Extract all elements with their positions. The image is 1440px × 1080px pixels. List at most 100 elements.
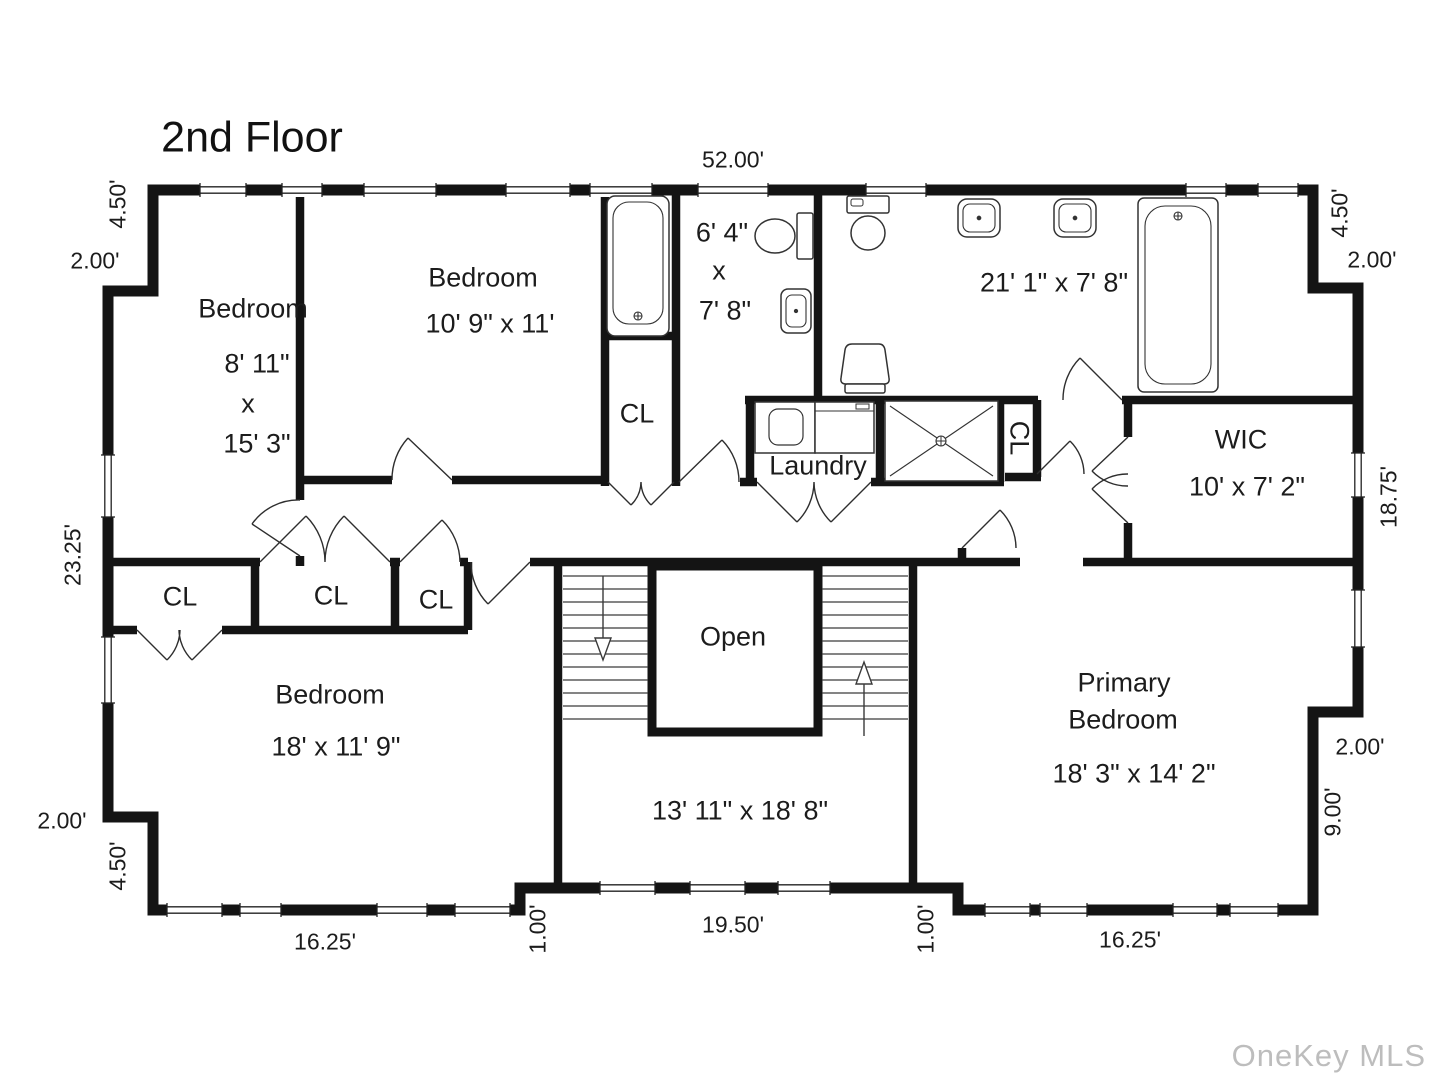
window <box>697 183 769 197</box>
window <box>1039 903 1088 917</box>
wall-closet-dividers <box>250 562 473 630</box>
wall-closet-bath-right <box>1005 400 1042 482</box>
door-main-bath <box>1062 357 1123 401</box>
room-bedroom1-label: Bedroom <box>198 293 308 324</box>
dim-right-height: 18.75' <box>1375 466 1402 528</box>
window <box>1257 183 1299 197</box>
window <box>363 183 437 197</box>
room-open-label: Open <box>699 621 767 652</box>
room-laundry-label: Laundry <box>769 450 867 481</box>
room-primary-label-1: Primary <box>1077 667 1171 698</box>
stair-up-arrow <box>855 659 873 736</box>
stair-down-arrow <box>594 576 612 663</box>
toilet-main-icon <box>846 195 890 251</box>
door-closet1 <box>136 629 223 661</box>
dim-top-width: 52.00' <box>702 146 764 173</box>
dim-bottom-left-width: 16.25' <box>294 928 356 955</box>
room-primary-label-2: Bedroom <box>1068 704 1178 735</box>
room-bedroom1-x: x <box>241 388 255 419</box>
window <box>166 903 223 917</box>
sink-small-icon <box>780 288 812 334</box>
door-closet-bath <box>1036 440 1085 475</box>
bathtub-small-icon <box>606 195 670 337</box>
dim-bottom-middle-width: 19.50' <box>702 911 764 938</box>
page-title: 2nd Floor <box>161 113 343 162</box>
interior-walls <box>105 190 1360 888</box>
window <box>101 636 115 704</box>
window <box>689 881 746 895</box>
window <box>589 183 653 197</box>
dim-right-top-step: 2.00' <box>1347 246 1397 273</box>
dim-bottom-right-inset: 1.00' <box>912 904 939 954</box>
dim-bottom-right-width: 16.25' <box>1099 926 1161 953</box>
window <box>1229 903 1279 917</box>
window <box>101 454 115 518</box>
door-laundry <box>756 481 872 523</box>
bidet-icon <box>840 343 890 394</box>
door-bedroom2 <box>391 437 453 481</box>
dim-left-bottom-height: 4.50' <box>104 841 131 891</box>
room-small-bath-height: 7' 8" <box>698 295 752 326</box>
door-primary <box>961 509 1017 549</box>
window <box>599 881 656 895</box>
room-closet-bath-label: CL <box>1004 420 1035 456</box>
open-stairwell-box <box>647 561 823 737</box>
room-main-bath-size: 21' 1" x 7' 8" <box>979 267 1129 298</box>
sink-main-left-icon <box>957 198 1001 238</box>
dim-left-height: 23.25' <box>59 524 86 586</box>
room-bedroom2-label: Bedroom <box>428 262 538 293</box>
room-small-bath-x: x <box>712 255 726 286</box>
window <box>1351 589 1365 648</box>
door-swings <box>136 357 1129 661</box>
window <box>199 183 247 197</box>
bathtub-large-icon <box>1137 197 1219 393</box>
door-bedroom3 <box>470 561 531 605</box>
door-closet3 <box>399 519 461 563</box>
windows <box>101 183 1365 917</box>
dim-right-top-height: 4.50' <box>1326 188 1353 238</box>
room-small-bath-width: 6' 4" <box>695 217 749 248</box>
dim-right-bottom-height: 9.00' <box>1319 787 1346 837</box>
room-bedroom3-size: 18' x 11' 9" <box>271 731 401 762</box>
toilet-small-icon <box>754 212 814 260</box>
door-wic <box>1091 436 1129 524</box>
window <box>865 183 927 197</box>
door-closet-tub <box>607 481 675 506</box>
room-closet1-label: CL <box>162 581 198 612</box>
window <box>984 903 1031 917</box>
watermark: OneKey MLS <box>1231 1038 1426 1073</box>
dim-bottom-left-inset: 1.00' <box>524 904 551 954</box>
window <box>1172 903 1218 917</box>
window <box>505 183 571 197</box>
room-closet3-label: CL <box>418 584 454 615</box>
window <box>1351 452 1365 498</box>
fixtures <box>606 195 1219 482</box>
room-bedroom2-size: 10' 9" x 11' <box>425 308 555 339</box>
dim-right-bottom-step: 2.00' <box>1335 733 1385 760</box>
sink-main-right-icon <box>1053 198 1097 238</box>
window <box>1185 183 1227 197</box>
door-small-bath <box>678 439 740 483</box>
room-bedroom1-width: 8' 11" <box>224 348 290 379</box>
window <box>454 903 511 917</box>
window <box>777 881 831 895</box>
room-wic-size: 10' x 7' 2" <box>1189 471 1305 502</box>
window <box>281 183 323 197</box>
door-closet2 <box>259 515 391 563</box>
dim-left-top-height: 4.50' <box>104 179 131 229</box>
shower-icon <box>884 400 999 482</box>
room-primary-size: 18' 3" x 14' 2" <box>1052 758 1216 789</box>
room-closet2-label: CL <box>313 580 349 611</box>
dim-left-bottom-step: 2.00' <box>37 807 87 834</box>
room-closet-tub-label: CL <box>619 398 655 429</box>
dryer-icon <box>814 401 875 454</box>
room-wic-label: WIC <box>1214 424 1268 455</box>
dim-left-top-step: 2.00' <box>70 247 120 274</box>
room-bedroom3-label: Bedroom <box>275 679 385 710</box>
room-landing-size: 13' 11" x 18' 8" <box>651 795 829 826</box>
window <box>239 903 282 917</box>
door-bedroom1 <box>251 499 301 557</box>
room-bedroom1-height: 15' 3" <box>223 428 291 459</box>
